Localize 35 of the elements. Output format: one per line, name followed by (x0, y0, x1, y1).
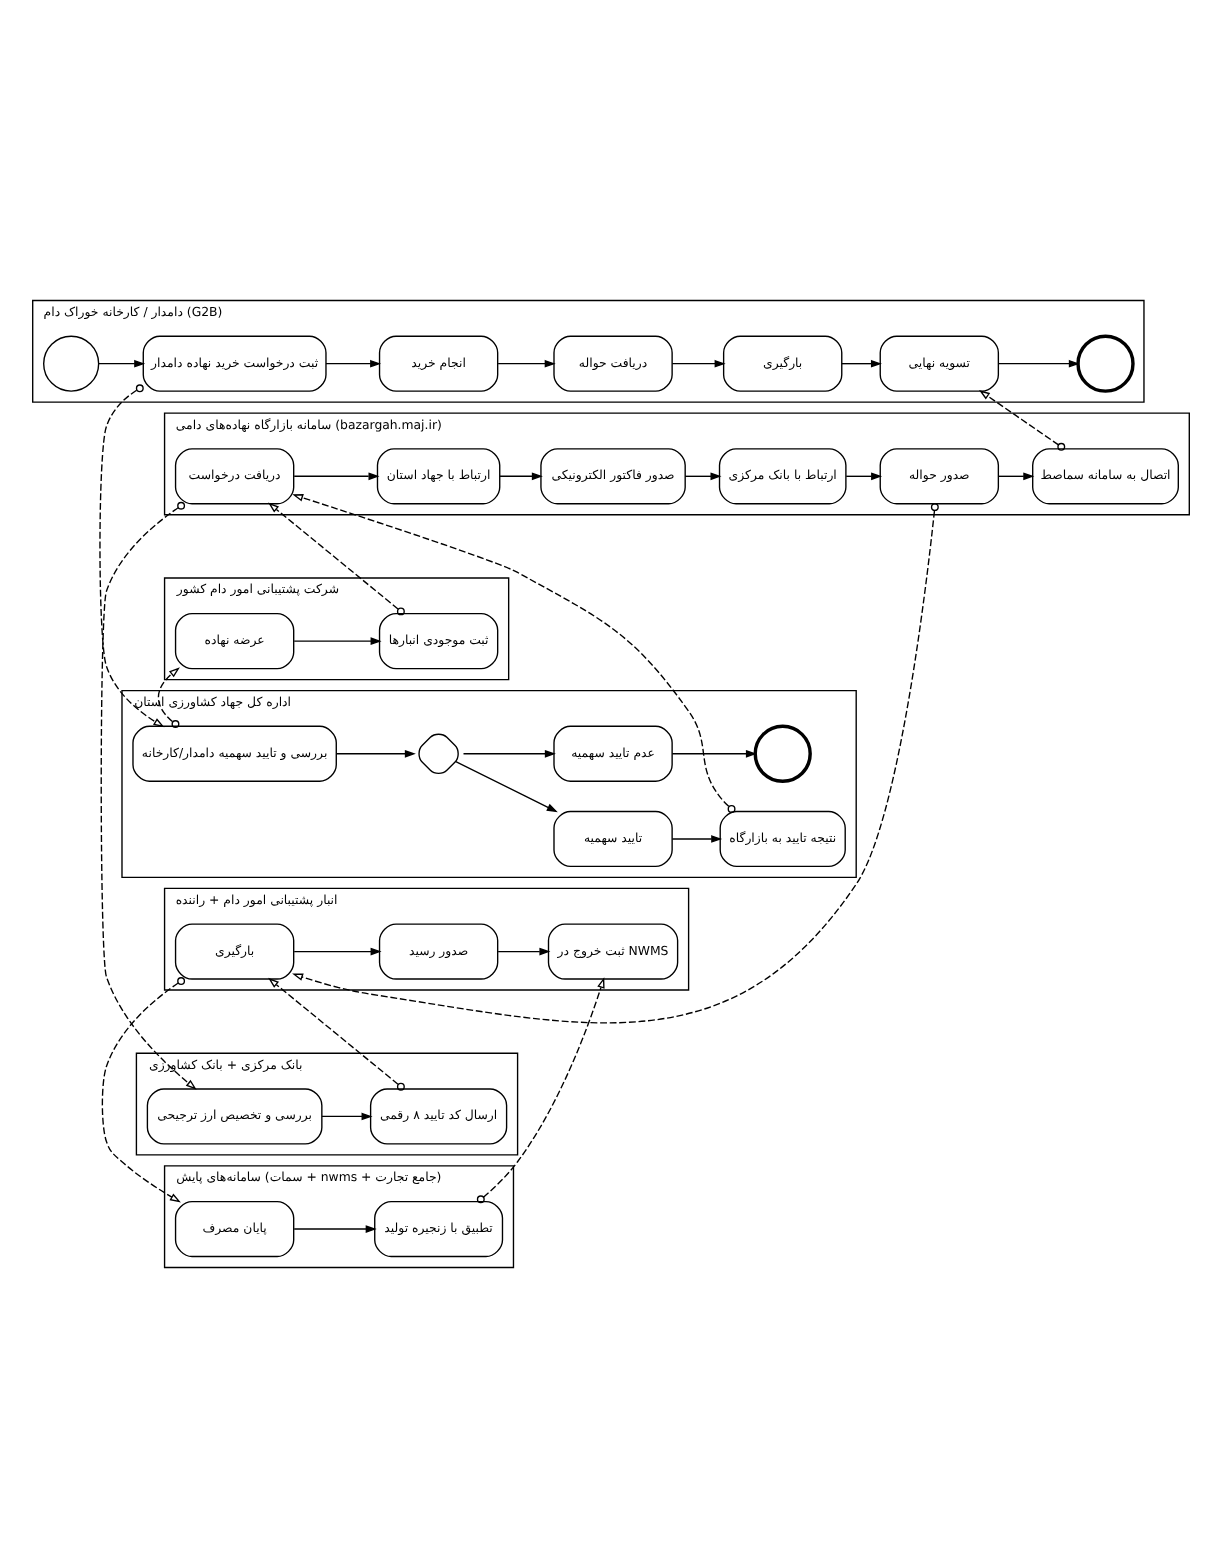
arrow (268, 501, 405, 615)
arrow (497, 946, 551, 955)
arrow (978, 389, 1066, 450)
node-circle (753, 723, 812, 782)
arrow (998, 471, 1035, 480)
arrow (476, 976, 605, 1203)
arrow (671, 748, 757, 757)
arrow (98, 358, 146, 367)
node-circle (43, 334, 100, 391)
arrow (455, 759, 558, 812)
arrow (845, 471, 883, 480)
arrow (497, 358, 556, 367)
arrow (325, 358, 382, 367)
arrow (671, 358, 726, 367)
arrow (293, 946, 382, 955)
arrow (293, 636, 382, 644)
arrow (292, 502, 939, 1023)
arrow (292, 493, 736, 812)
arrow (99, 383, 165, 727)
arrow (293, 471, 380, 480)
arrow (101, 976, 186, 1202)
arrow (684, 471, 722, 480)
arrow (998, 358, 1080, 367)
arrow (293, 1224, 377, 1232)
arrow (499, 471, 543, 480)
arrow (671, 834, 723, 842)
arrow (841, 358, 882, 367)
arrow (462, 748, 556, 757)
arrow (335, 748, 416, 757)
arrow (100, 500, 197, 1089)
node-diamond (418, 732, 459, 774)
node-circle (1076, 333, 1135, 392)
arrow (157, 666, 180, 727)
arrow (268, 976, 405, 1090)
arrow (321, 1111, 373, 1120)
